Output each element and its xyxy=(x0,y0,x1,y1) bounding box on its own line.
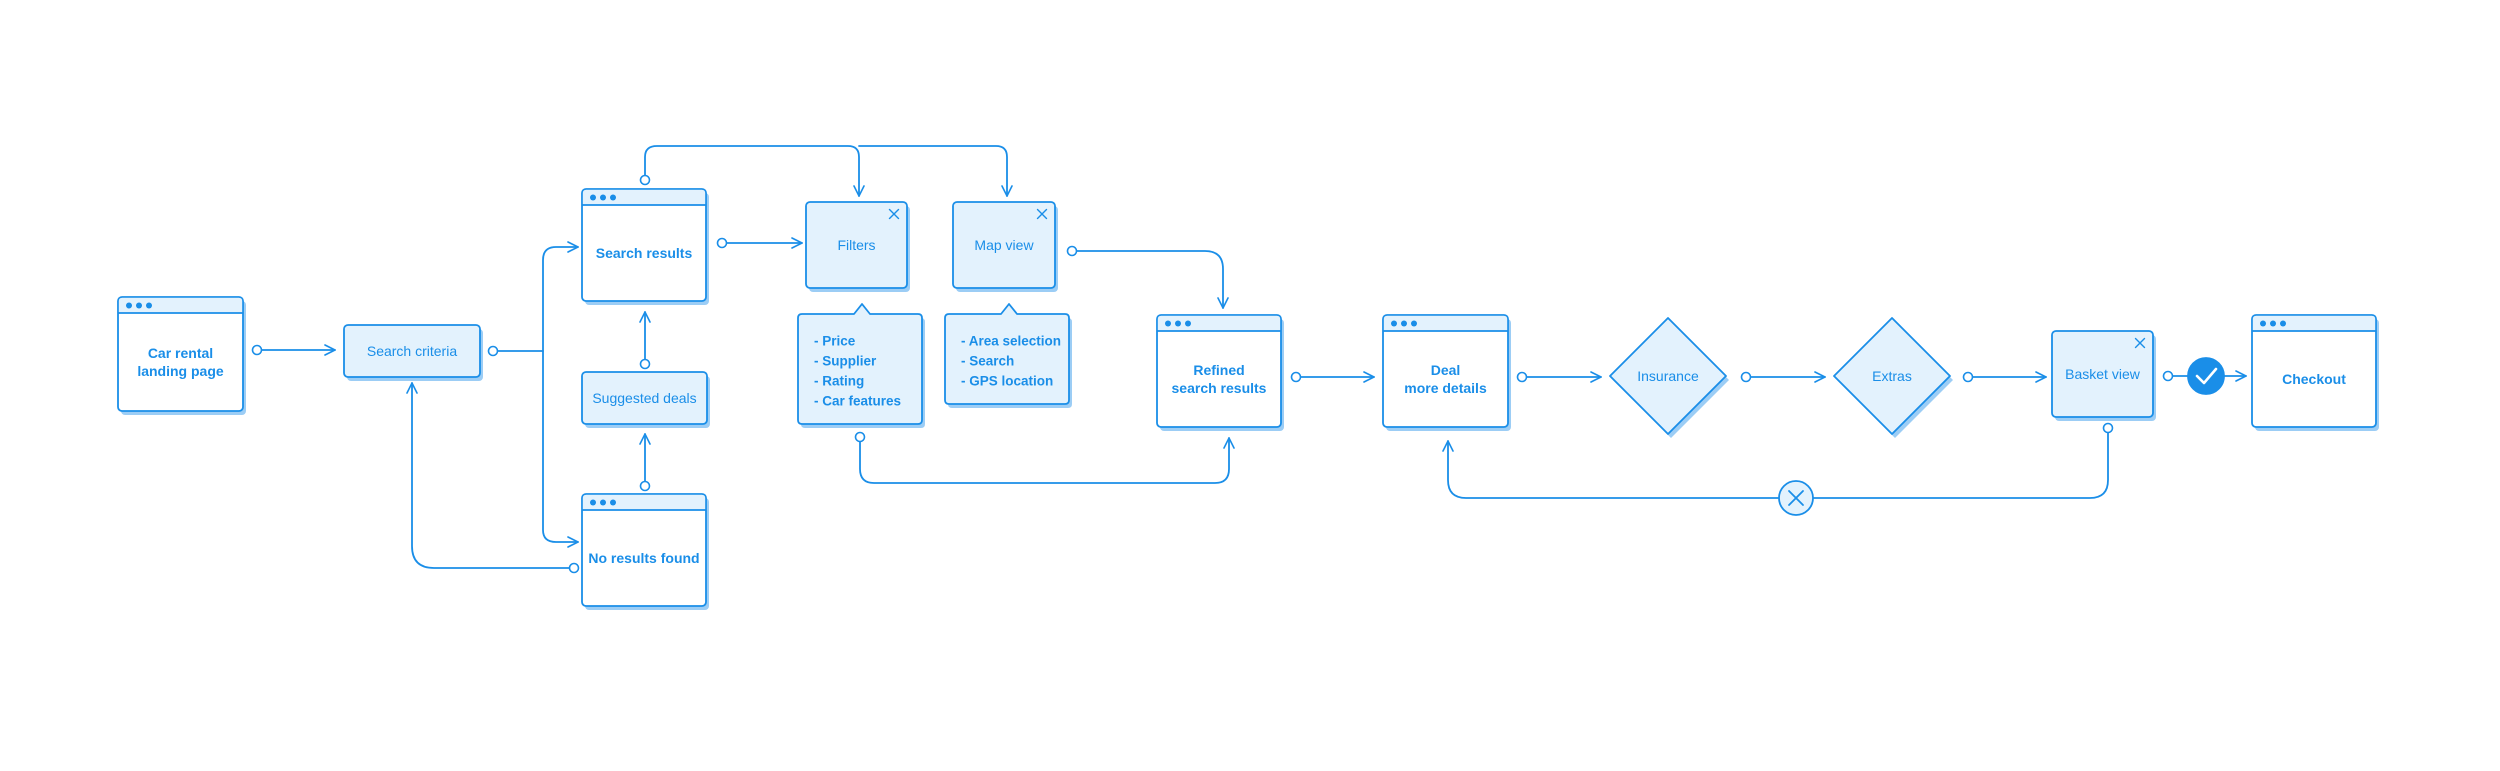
suggested-deals-node[interactable]: Suggested deals xyxy=(581,371,710,428)
deal-label: Deal xyxy=(1431,362,1461,378)
map-view-node[interactable]: Map view xyxy=(952,201,1058,292)
close-icon[interactable] xyxy=(888,208,900,220)
deal-label: more details xyxy=(1404,380,1487,396)
basket-node[interactable]: Basket view xyxy=(2051,330,2156,421)
search-results-label: Search results xyxy=(596,245,693,261)
map-list-node[interactable]: - Area selection - Search - GPS location xyxy=(944,303,1072,408)
window-titlebar xyxy=(118,297,243,314)
checkout-label: Checkout xyxy=(2282,371,2346,387)
insurance-node[interactable]: Insurance xyxy=(1609,317,1729,438)
connector-filters-to-refined xyxy=(859,436,1235,484)
landing-label: Car rental xyxy=(148,345,213,361)
deal-node[interactable]: Deal more details xyxy=(1382,314,1511,431)
extras-node[interactable]: Extras xyxy=(1833,317,1953,438)
refined-label: Refined xyxy=(1193,362,1244,378)
filters-label: Filters xyxy=(837,237,875,253)
landing-node[interactable]: Car rental landing page xyxy=(117,296,246,415)
window-titlebar xyxy=(1157,315,1281,332)
check-icon xyxy=(2187,357,2225,395)
connectors xyxy=(260,145,2247,569)
filters-node[interactable]: Filters xyxy=(805,201,910,292)
connector-criteria-to-results xyxy=(495,241,579,352)
window-dots-icon xyxy=(590,194,616,201)
map-list-label: - Search xyxy=(961,354,1014,369)
landing-label: landing page xyxy=(137,363,224,379)
window-dots-icon xyxy=(2260,320,2286,327)
window-titlebar xyxy=(1383,315,1508,332)
refined-label: search results xyxy=(1172,380,1267,396)
window-dots-icon xyxy=(590,499,616,506)
window-titlebar xyxy=(2252,315,2376,332)
window-dots-icon xyxy=(1391,320,1417,327)
filters-list-label: - Price xyxy=(814,334,856,349)
basket-label: Basket view xyxy=(2065,366,2141,382)
connector-no-results-to-criteria xyxy=(406,382,574,569)
connector-results-to-filters-top xyxy=(644,145,865,197)
suggested-deals-label: Suggested deals xyxy=(592,390,696,406)
connector-dots xyxy=(251,174,2174,574)
connector-basket-back-to-deal xyxy=(1442,427,2109,499)
checkout-node[interactable]: Checkout xyxy=(2251,314,2379,431)
map-view-label: Map view xyxy=(974,237,1034,253)
window-dots-icon xyxy=(126,302,152,309)
window-dots-icon xyxy=(1165,320,1191,327)
connector-criteria-to-no-results xyxy=(542,350,579,548)
filters-list-label: - Rating xyxy=(814,374,864,389)
insurance-label: Insurance xyxy=(1637,368,1699,384)
filters-list-node[interactable]: - Price - Supplier - Rating - Car features xyxy=(797,303,925,428)
search-results-node[interactable]: Search results xyxy=(581,188,709,305)
map-list-label: - GPS location xyxy=(961,374,1053,389)
map-list-label: - Area selection xyxy=(961,334,1061,349)
refined-node[interactable]: Refined search results xyxy=(1156,314,1284,431)
search-criteria-label: Search criteria xyxy=(367,343,457,359)
close-icon[interactable] xyxy=(2134,337,2146,349)
window-titlebar xyxy=(582,189,706,206)
no-results-label: No results found xyxy=(588,550,699,566)
connector-map-to-refined xyxy=(1071,250,1229,309)
extras-label: Extras xyxy=(1872,368,1912,384)
connector-results-to-map-top xyxy=(858,145,1013,197)
filters-list-label: - Supplier xyxy=(814,354,877,369)
search-criteria-node[interactable]: Search criteria xyxy=(343,324,483,381)
cancel-icon xyxy=(1778,480,1814,516)
no-results-node[interactable]: No results found xyxy=(581,493,709,610)
window-titlebar xyxy=(582,494,706,511)
filters-list-label: - Car features xyxy=(814,394,901,409)
close-icon[interactable] xyxy=(1036,208,1048,220)
